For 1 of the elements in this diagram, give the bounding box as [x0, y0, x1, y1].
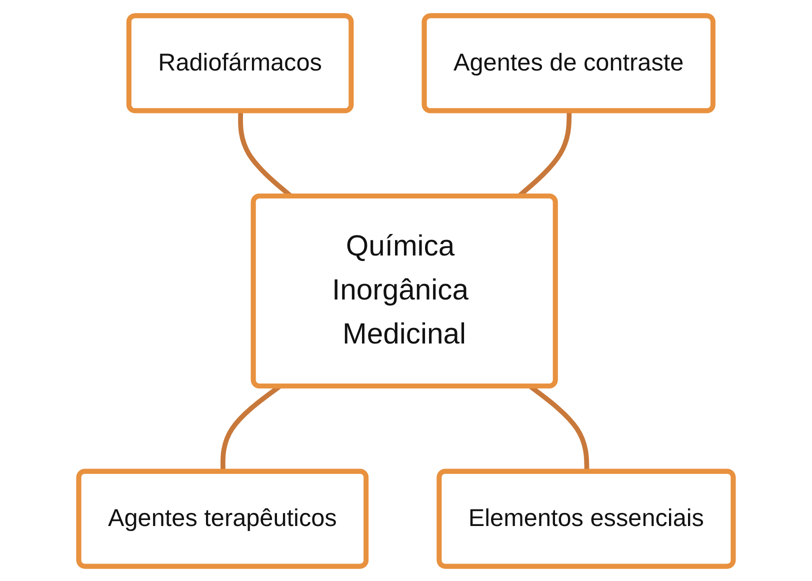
concept-map: Radiofármacos Agentes de contraste Química Inorgânica Medicinal Agentes terapêuticos Elementos essenciais	[6, 6, 806, 576]
